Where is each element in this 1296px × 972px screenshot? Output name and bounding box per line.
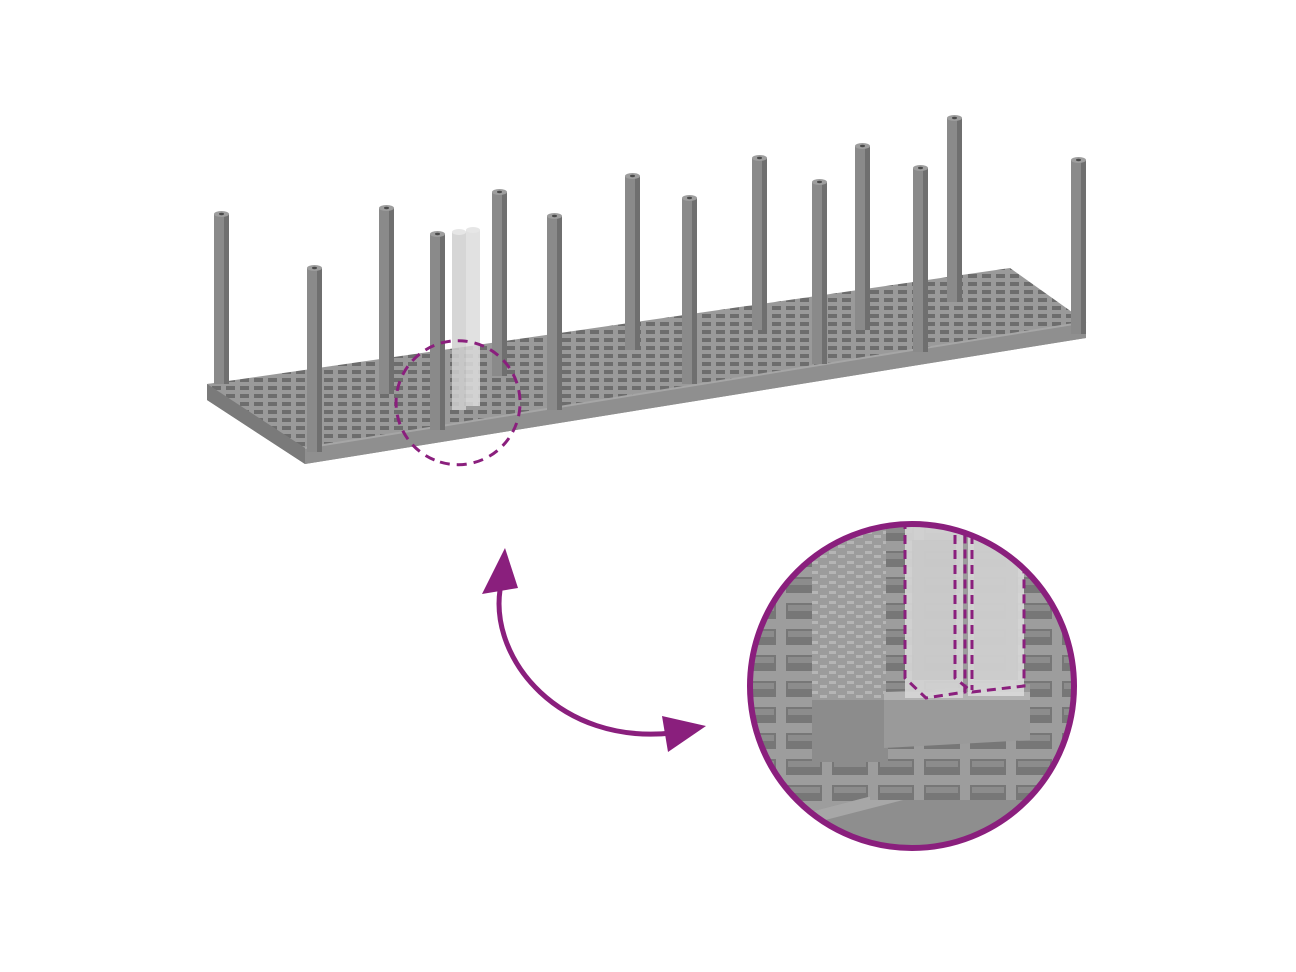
post (682, 195, 697, 384)
post (430, 231, 445, 430)
zoom-magnifier-circle (747, 521, 1077, 851)
post (307, 265, 322, 452)
post (492, 189, 507, 376)
post (625, 173, 640, 350)
dashed-circle-icon (394, 339, 522, 467)
curved-double-arrow-icon (482, 548, 706, 752)
post (855, 143, 870, 330)
highlighted-post-pair (452, 227, 480, 410)
post (947, 115, 962, 302)
post (547, 213, 562, 410)
post (1071, 157, 1086, 334)
post (913, 165, 928, 352)
post-group (214, 115, 1086, 452)
post (379, 205, 394, 394)
post (214, 211, 229, 384)
post (812, 179, 827, 364)
post (752, 155, 767, 330)
